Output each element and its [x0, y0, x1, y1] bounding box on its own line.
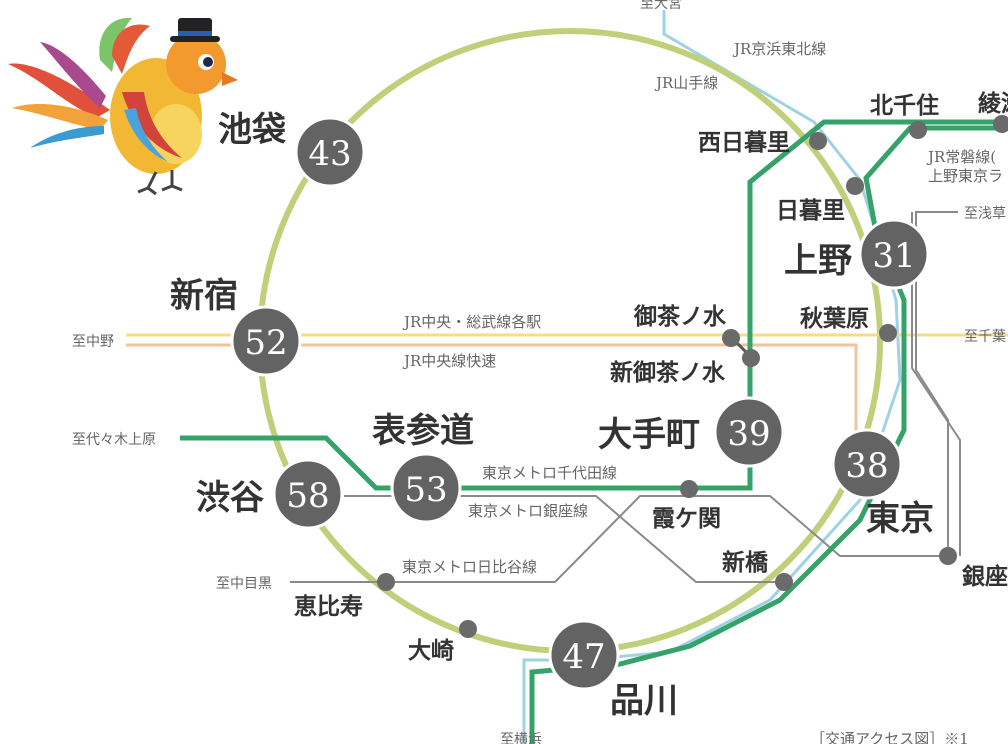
badge-ueno-num: 31 — [872, 236, 915, 276]
station-ginza: 銀座 — [962, 563, 1008, 590]
badge-shinjuku: 52 — [230, 305, 302, 377]
node-osaki — [459, 620, 477, 638]
station-ebisu: 恵比寿 — [294, 593, 363, 620]
node-kita-senju — [909, 121, 927, 139]
station-osaki: 大崎 — [408, 637, 454, 664]
label-chuo-sobu: JR中央・総武線各駅 — [402, 313, 541, 331]
badge-omotesando: 53 — [390, 452, 462, 524]
station-nishi-nippori: 西日暮里 — [698, 129, 790, 156]
station-ochanomizu: 御茶ノ水 — [633, 303, 727, 330]
station-nippori: 日暮里 — [776, 197, 845, 224]
label-ginza-line: 東京メトロ銀座線 — [468, 502, 588, 520]
badge-otemachi-num: 39 — [727, 414, 770, 454]
node-ginza — [939, 547, 957, 565]
badge-tokyo: 38 — [831, 428, 903, 500]
badge-shinagawa-num: 47 — [562, 637, 605, 677]
node-nishi-nippori — [809, 132, 827, 150]
station-shin-ochanomizu: 新御茶ノ水 — [610, 359, 726, 386]
badge-ikebukuro: 43 — [294, 116, 366, 188]
node-shin-ochanomizu — [742, 349, 760, 367]
station-ueno: 上野 — [784, 241, 852, 281]
node-ayase — [993, 115, 1008, 133]
station-ayase: 綾瀬 — [978, 90, 1008, 117]
label-yamanote: JR山手線 — [654, 74, 718, 92]
dir-chiba: 至千葉 — [964, 329, 1006, 345]
badge-omotesando-num: 53 — [404, 470, 447, 510]
badge-shinjuku-num: 52 — [244, 323, 287, 363]
station-akihabara: 秋葉原 — [800, 305, 869, 332]
dir-yoyogi-uehara: 至代々木上原 — [72, 432, 156, 448]
bird-mascot-illustration — [8, 17, 238, 196]
node-kasumigaseki — [680, 480, 698, 498]
station-shinjuku: 新宿 — [170, 276, 238, 316]
station-omotesando: 表参道 — [372, 411, 474, 451]
badge-shinagawa: 47 — [548, 619, 620, 691]
label-chiyoda: 東京メトロ千代田線 — [482, 464, 617, 482]
station-kasumigaseki: 霞ケ関 — [652, 505, 721, 532]
label-chuo-rapid: JR中央線快速 — [402, 352, 496, 370]
chiyoda-line — [180, 119, 1008, 491]
label-ueno-tokyo: 上野東京ラ — [928, 167, 1003, 185]
station-kita-senju: 北千住 — [870, 92, 939, 119]
ginza-line-north — [911, 212, 961, 556]
dir-asakusa: 至浅草 — [964, 206, 1006, 222]
node-shimbashi — [775, 573, 793, 591]
label-keihin-tohoku: JR京浜東北線 — [732, 40, 826, 58]
badge-ikebukuro-num: 43 — [308, 134, 351, 174]
node-akihabara — [879, 324, 897, 342]
dir-nakano: 至中野 — [72, 334, 114, 350]
hibiya-line — [290, 211, 958, 583]
station-otemachi: 大手町 — [598, 415, 700, 455]
label-joban: JR常磐線( — [926, 148, 996, 166]
badge-shibuya: 58 — [272, 458, 344, 530]
dir-omiya: 至大宮 — [640, 0, 682, 12]
yamanote-line — [257, 28, 883, 654]
label-hibiya: 東京メトロ日比谷線 — [402, 558, 537, 576]
badge-tokyo-num: 38 — [845, 446, 888, 486]
dir-naka-meguro: 至中目黒 — [216, 576, 272, 592]
badge-ueno: 31 — [858, 218, 930, 290]
badge-otemachi: 39 — [713, 396, 785, 468]
chuo-rapid-line — [126, 343, 858, 470]
station-shinagawa: 品川 — [610, 681, 678, 721]
station-shimbashi: 新橋 — [722, 549, 769, 576]
badge-shibuya-num: 58 — [286, 476, 329, 516]
dir-yokohama: 至横浜 — [500, 732, 542, 744]
ginza-line — [344, 495, 784, 583]
node-ebisu — [377, 573, 395, 591]
node-ochanomizu — [722, 329, 740, 347]
station-shibuya: 渋谷 — [196, 478, 264, 518]
node-nippori — [846, 177, 864, 195]
map-footer-title: ［交通アクセス図］※1 — [810, 730, 969, 744]
station-tokyo: 東京 — [866, 499, 934, 539]
station-ikebukuro: 池袋 — [218, 110, 286, 150]
